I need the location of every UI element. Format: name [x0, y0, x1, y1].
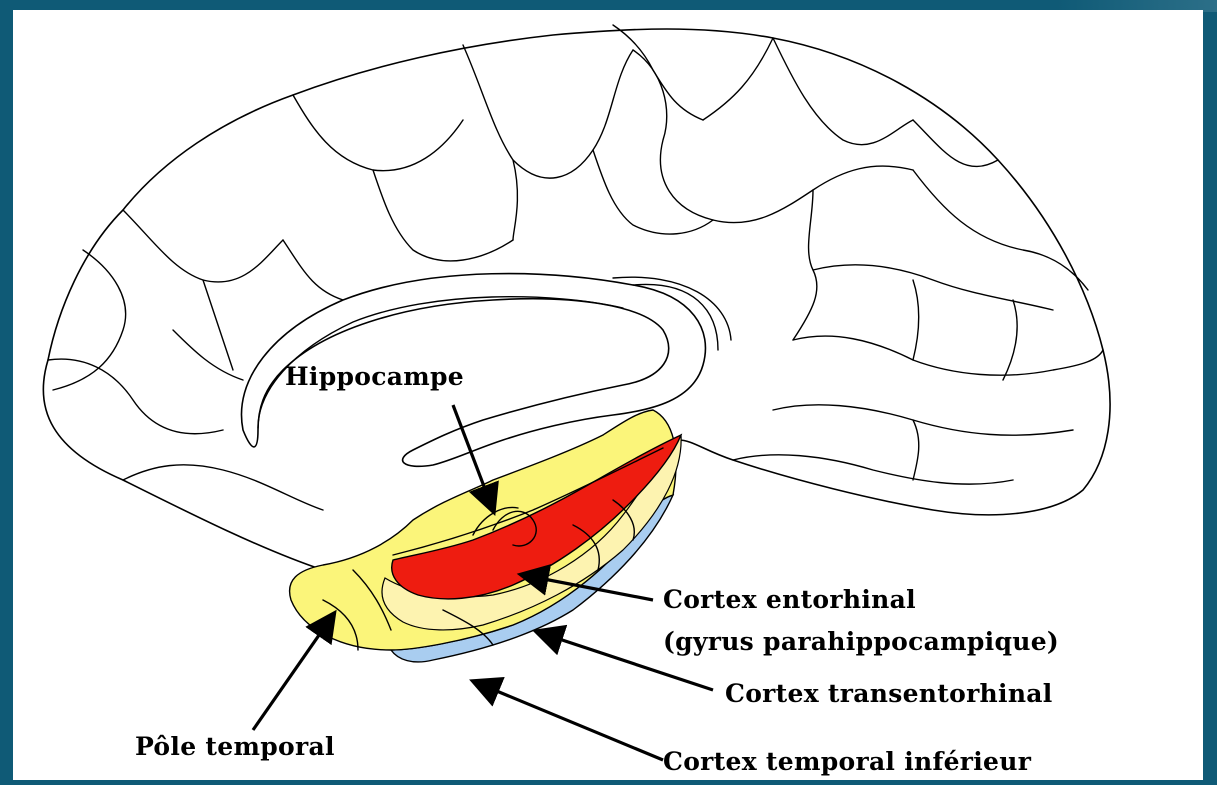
- arrow-pole-temporal: [253, 615, 333, 730]
- label-gyrus-parahippocampique: (gyrus parahippocampique): [663, 627, 1059, 656]
- label-hippocampe: Hippocampe: [285, 362, 464, 391]
- label-cortex-transentorhinal: Cortex transentorhinal: [725, 679, 1053, 708]
- label-cortex-temporal-inferieur: Cortex temporal inférieur: [663, 747, 1032, 776]
- brain-diagram: Hippocampe Cortex entorhinal (gyrus para…: [13, 10, 1203, 780]
- label-cortex-entorhinal: Cortex entorhinal: [663, 585, 916, 614]
- label-pole-temporal: Pôle temporal: [135, 732, 335, 761]
- diagram-canvas: Hippocampe Cortex entorhinal (gyrus para…: [13, 10, 1203, 780]
- arrow-cortex-temporal-inferieur: [475, 682, 663, 760]
